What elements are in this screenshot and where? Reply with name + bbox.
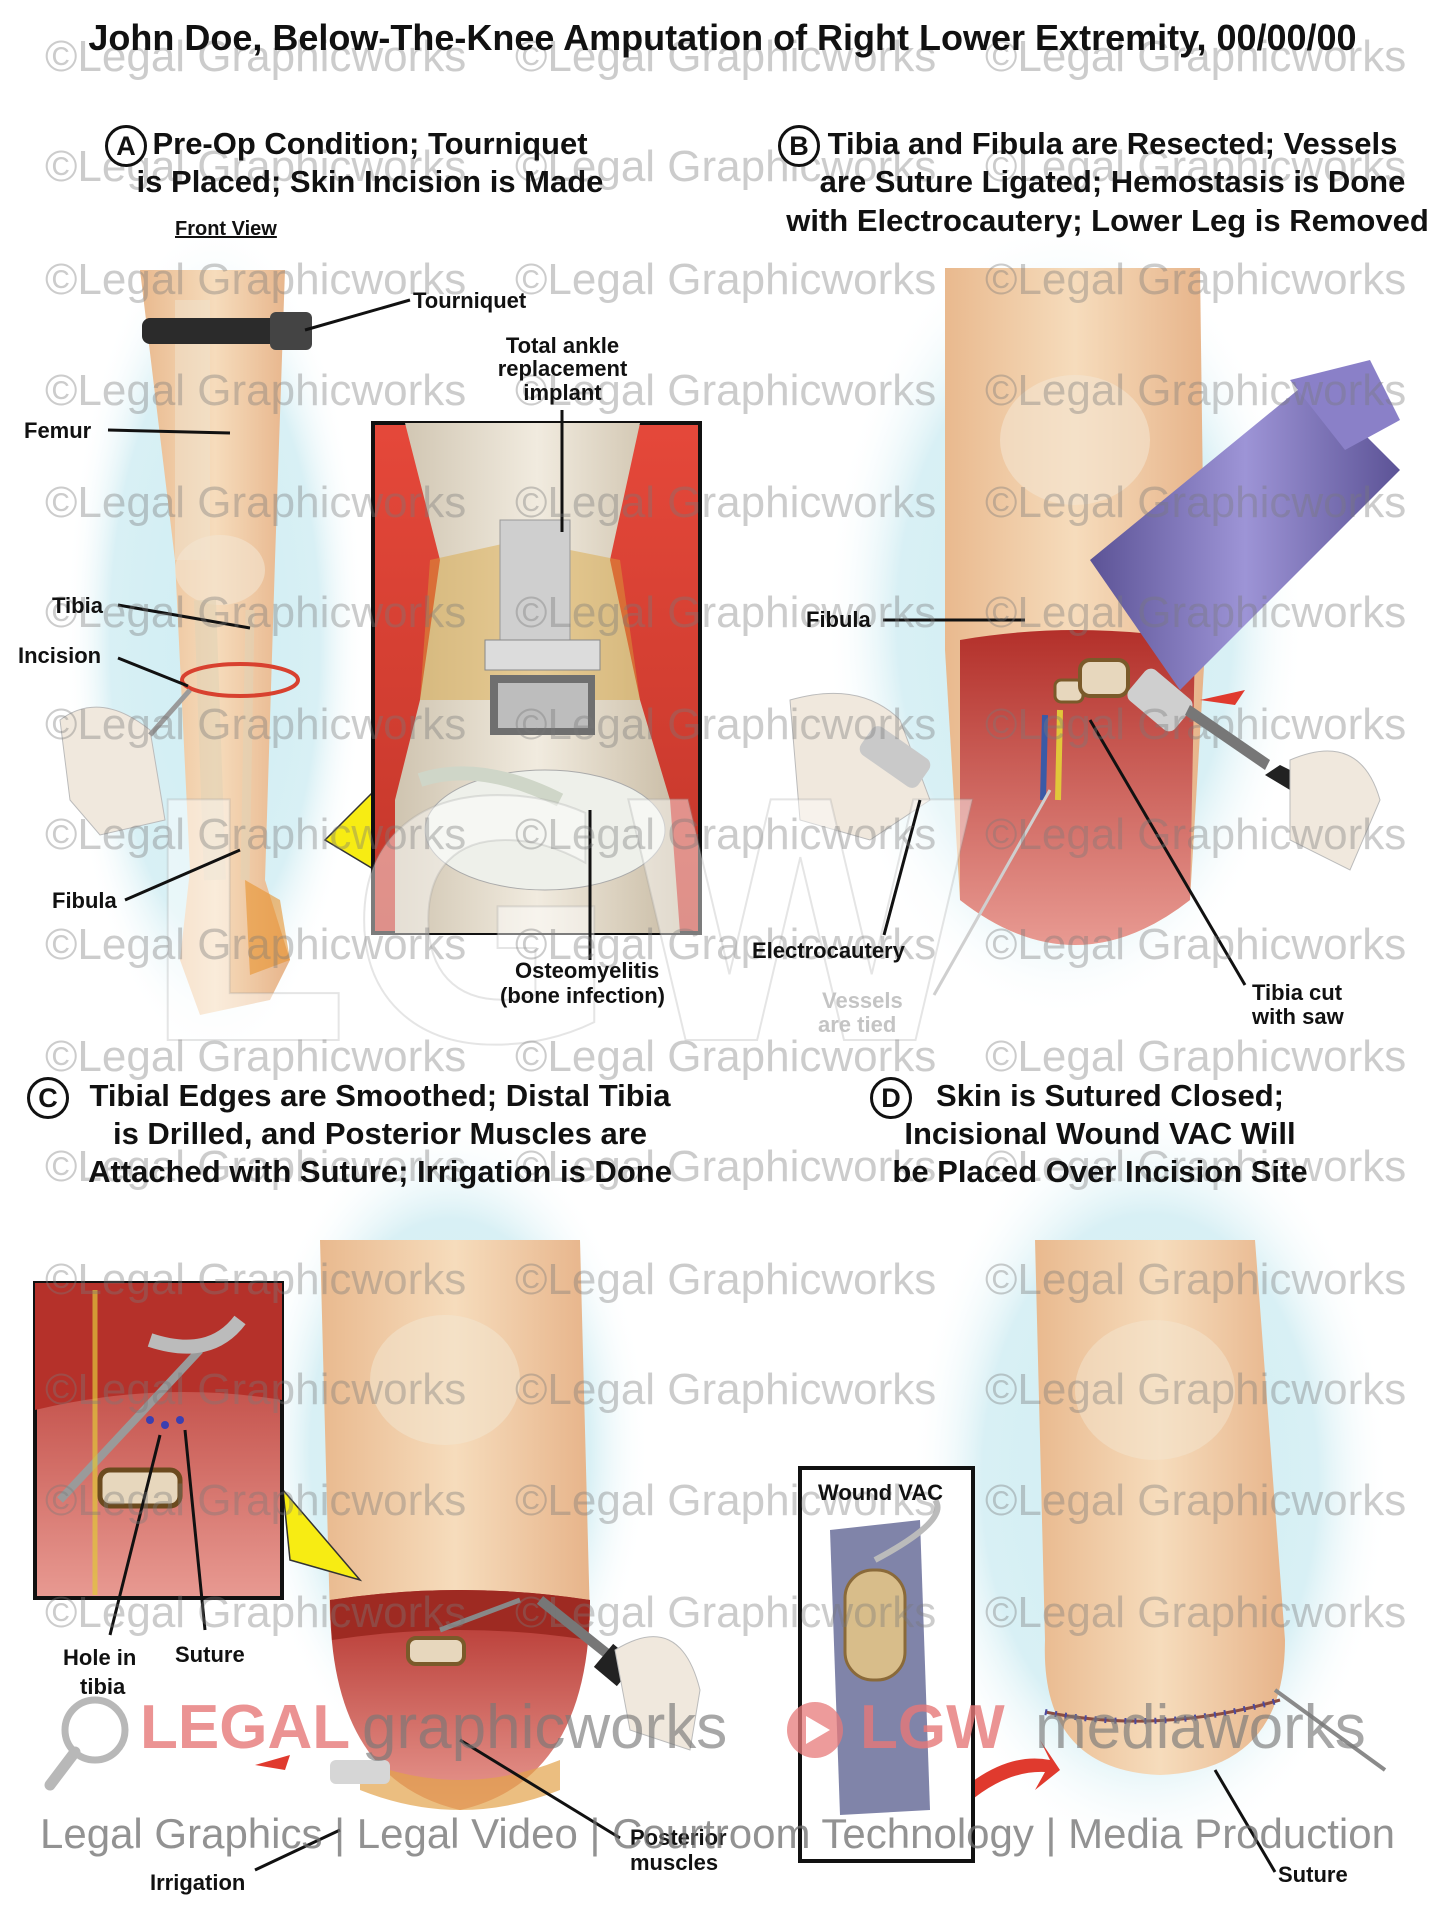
panel-b-heading-line3: with Electrocautery; Lower Leg is Remove…	[786, 203, 1429, 238]
implant-label: Total ankle replacement implant	[497, 333, 628, 405]
panel-d-heading-line3: be Placed Over Incision Site	[892, 1154, 1308, 1189]
lgw-watermark-large: LGW	[137, 734, 982, 1118]
wound-vac-label: Wound VAC	[818, 1480, 944, 1505]
fibula-label-a: Fibula	[52, 888, 117, 913]
incision-label: Incision	[18, 643, 102, 668]
tibia-cut-label: Tibia cut	[1252, 980, 1343, 1005]
panel-d-stump	[910, 1100, 1390, 1860]
hole-in-tibia-label: Hole in	[63, 1645, 137, 1670]
wound-vac-inset	[798, 1466, 975, 1863]
panel-c-heading-line3: Attached with Suture; Irrigation is Done	[88, 1154, 672, 1189]
electrocautery-label: Electrocautery	[752, 938, 905, 963]
bone-infection-label: (bone infection)	[500, 983, 665, 1008]
muscles-label: muscles	[630, 1850, 719, 1875]
tourniquet-label: Tourniquet	[413, 288, 527, 313]
logo-graphicworks: graphicworks	[362, 1693, 728, 1762]
page-title: John Doe, Below-The-Knee Amputation of R…	[88, 17, 1357, 58]
panel-a-heading-line1: Pre-Op Condition; Tourniquet	[152, 126, 588, 161]
panel-a-heading-line2: is Placed; Skin Incision is Made	[136, 164, 604, 199]
logo-mediaworks: mediaworks	[1035, 1693, 1366, 1762]
with-saw-label: with saw	[1252, 1004, 1344, 1029]
magnifier-icon	[44, 1696, 129, 1791]
suture-label-d: Suture	[1278, 1862, 1348, 1887]
panel-d-heading-line2: Incisional Wound VAC Will	[904, 1116, 1296, 1151]
incision-line	[180, 662, 300, 698]
logo-legal: LEGAL	[140, 1693, 351, 1762]
footer-tagline: Legal Graphics | Legal Video | Courtroom…	[40, 1810, 1395, 1857]
fibula-label-b: Fibula	[806, 607, 871, 632]
tibia-label: Tibia	[52, 593, 103, 618]
leader-lines	[107, 298, 1277, 1873]
vessels-label: Vessels	[822, 988, 903, 1013]
panel-a-inset	[323, 421, 702, 935]
panel-b-heading-line2: are Suture Ligated; Hemostasis is Done	[819, 164, 1406, 199]
femur-label: Femur	[24, 418, 92, 443]
posterior-label: Posterior	[630, 1825, 727, 1850]
osteomyelitis-label: Osteomyelitis	[515, 958, 660, 983]
panel-b-heading-line1: Tibia and Fibula are Resected; Vessels	[827, 126, 1398, 161]
panel-c-stump	[250, 1120, 701, 1810]
panel-c-letter: C	[27, 1077, 69, 1119]
vessels-tied-label: are tied	[818, 1012, 897, 1037]
tourniquet-band	[142, 318, 292, 344]
play-icon	[787, 1702, 843, 1758]
saw-instrument	[789, 360, 1400, 871]
panel-a-letter: A	[105, 125, 147, 167]
irrigation-label: Irrigation	[150, 1870, 246, 1895]
panel-d-letter: D	[870, 1077, 912, 1119]
hole-in-tibia-label-2: tibia	[80, 1674, 126, 1699]
panel-b-stump	[825, 220, 1305, 1020]
logo-lgw: LGW	[860, 1693, 1005, 1762]
panel-b-letter: B	[778, 125, 820, 167]
panel-c-heading-line2: is Drilled, and Posterior Muscles are	[112, 1116, 648, 1151]
panel-d-heading-line1: Skin is Sutured Closed;	[936, 1078, 1284, 1113]
suture-label-c: Suture	[175, 1642, 245, 1667]
panel-c-heading-line1: Tibial Edges are Smoothed; Distal Tibia	[89, 1078, 671, 1113]
front-view-label: Front View	[175, 218, 277, 240]
